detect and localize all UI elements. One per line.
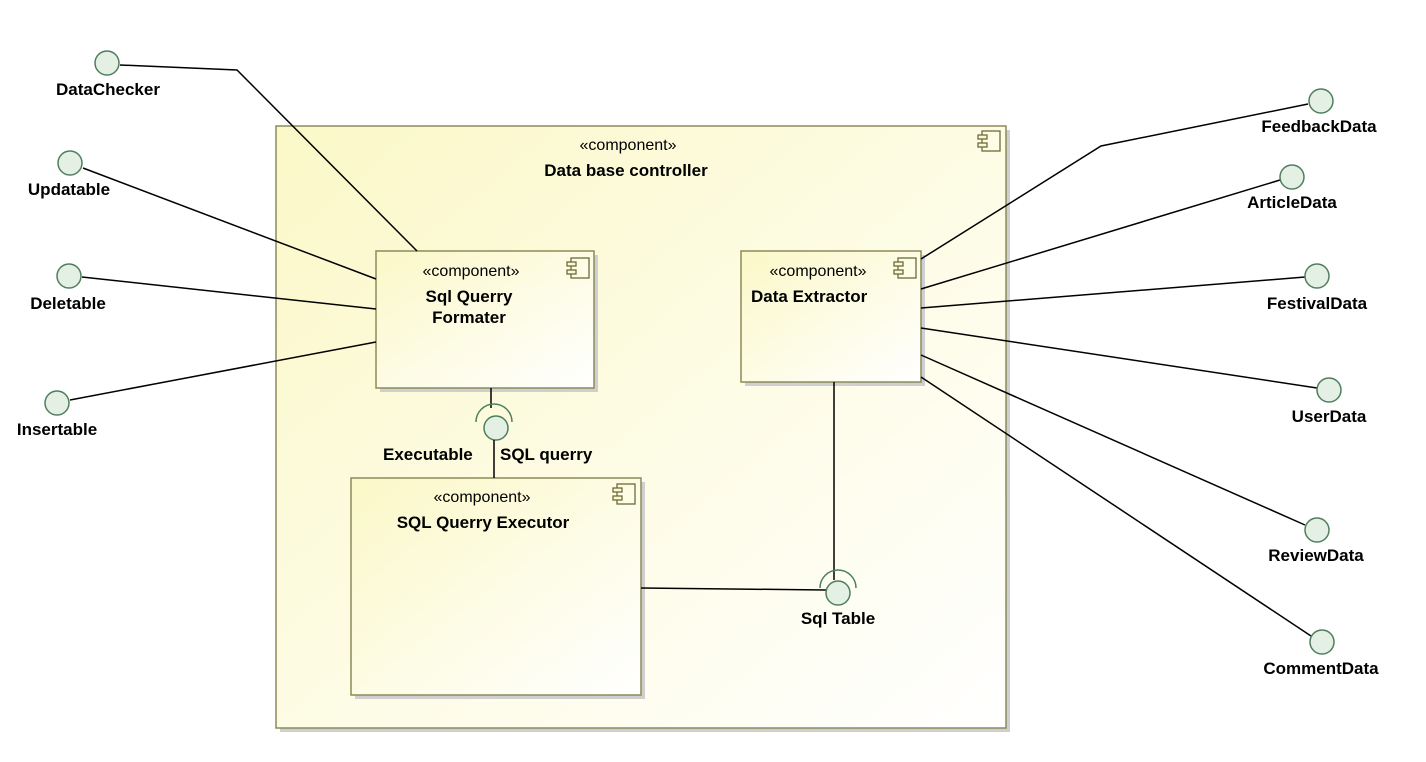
outer-component-name: Data base controller xyxy=(544,161,708,180)
port-label-updatable: Updatable xyxy=(28,180,110,199)
label-executable: Executable xyxy=(383,445,473,464)
label-sql-querry: SQL querry xyxy=(500,445,593,464)
outer-stereotype: «component» xyxy=(580,137,677,154)
component-icon xyxy=(612,483,636,505)
formater-name-line1: Sql Querry xyxy=(426,287,513,306)
port-label-datachecker: DataChecker xyxy=(56,80,160,99)
port-label-feedbackdata: FeedbackData xyxy=(1261,117,1377,136)
connector-deletable xyxy=(81,276,377,310)
right-interfaces: FeedbackData ArticleData FestivalData Us… xyxy=(920,88,1379,678)
port-label-commentdata: CommentData xyxy=(1263,659,1379,678)
port-label-userdata: UserData xyxy=(1292,407,1367,426)
connector-insertable xyxy=(69,341,377,401)
port-updatable[interactable] xyxy=(57,150,83,176)
component-sql-querry-formater[interactable]: «component» Sql Querry Formater xyxy=(375,250,598,392)
component-icon xyxy=(893,257,917,279)
socket-sql-table xyxy=(819,569,857,589)
component-box xyxy=(350,477,642,696)
component-data-extractor[interactable]: «component» Data Extractor xyxy=(740,250,925,386)
connector-feedbackdata xyxy=(920,103,1309,260)
label-sql-table: Sql Table xyxy=(801,609,875,628)
ball-sql-table[interactable] xyxy=(825,580,851,606)
ball-sql-querry[interactable] xyxy=(483,415,509,441)
connector-commentdata xyxy=(920,376,1312,637)
component-box xyxy=(375,250,595,389)
port-datachecker[interactable] xyxy=(94,50,120,76)
component-icon xyxy=(566,257,590,279)
component-sql-querry-executor[interactable]: «component» SQL Querry Executor xyxy=(350,477,645,699)
formater-name-line2: Formater xyxy=(432,308,506,327)
executor-to-table-line xyxy=(640,587,827,591)
connector-festivaldata xyxy=(920,276,1306,309)
port-reviewdata[interactable] xyxy=(1304,517,1330,543)
port-feedbackdata[interactable] xyxy=(1308,88,1334,114)
formater-stereotype: «component» xyxy=(423,263,520,280)
connector-articledata xyxy=(920,179,1281,290)
port-label-festivaldata: FestivalData xyxy=(1267,294,1368,313)
port-label-insertable: Insertable xyxy=(17,420,97,439)
port-label-deletable: Deletable xyxy=(30,294,106,313)
internal-connectors xyxy=(475,382,857,606)
port-userdata[interactable] xyxy=(1316,377,1342,403)
left-interfaces: DataChecker Updatable Deletable Insertab… xyxy=(17,50,418,439)
port-articledata[interactable] xyxy=(1279,164,1305,190)
port-commentdata[interactable] xyxy=(1309,629,1335,655)
executor-stereotype: «component» xyxy=(434,489,531,506)
socket-sql-querry xyxy=(475,403,513,423)
port-label-articledata: ArticleData xyxy=(1247,193,1337,212)
port-label-reviewdata: ReviewData xyxy=(1268,546,1364,565)
port-festivaldata[interactable] xyxy=(1304,263,1330,289)
extractor-stereotype: «component» xyxy=(770,263,867,280)
extractor-name: Data Extractor xyxy=(751,287,868,306)
component-box xyxy=(740,250,922,383)
port-deletable[interactable] xyxy=(56,263,82,289)
connector-reviewdata xyxy=(920,354,1306,526)
port-insertable[interactable] xyxy=(44,390,70,416)
executor-name: SQL Querry Executor xyxy=(397,513,570,532)
connector-userdata xyxy=(920,327,1318,389)
connector-datachecker xyxy=(119,64,418,252)
component-icon xyxy=(977,130,1001,152)
connector-updatable xyxy=(82,167,377,280)
